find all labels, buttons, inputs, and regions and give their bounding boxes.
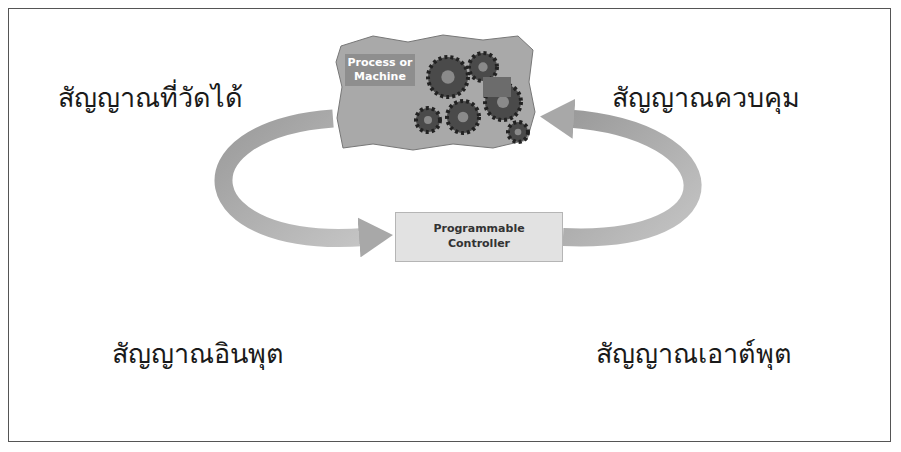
signal-label: สัญญาณเอาต์พุต <box>596 332 792 375</box>
controller-box: Programmable Controller <box>395 212 563 262</box>
signal-arrow <box>563 118 693 237</box>
process-machine: Process or Machine <box>333 32 538 152</box>
signal-label: สัญญาณอินพุต <box>112 332 284 375</box>
signal-label: สัญญาณที่วัดได้ <box>58 76 243 119</box>
machine-illustration <box>333 32 538 152</box>
illustration-caption: Process or Machine <box>345 54 415 86</box>
controller-label: Programmable Controller <box>424 222 534 252</box>
signal-label: สัญญาณควบคุม <box>612 76 800 119</box>
